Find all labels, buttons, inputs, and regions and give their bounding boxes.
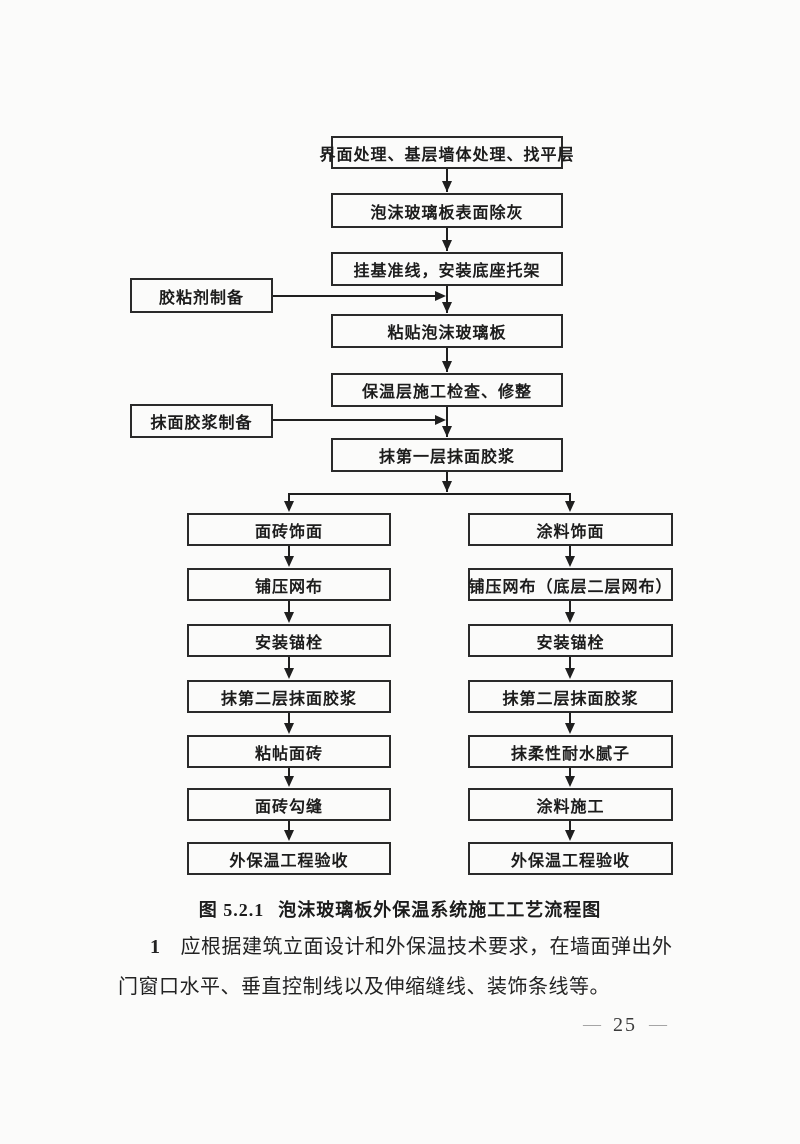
flow-step: 粘贴泡沫玻璃板	[331, 314, 563, 348]
flow-step: 面砖勾缝	[187, 788, 391, 821]
flow-step: 安装锚栓	[468, 624, 673, 657]
flow-step: 外保温工程验收	[187, 842, 391, 875]
body-text: 应根据建筑立面设计和外保温技术要求，在墙面弹出外	[180, 936, 673, 958]
item-number: 1	[150, 936, 161, 958]
flow-step: 抹第一层抹面胶浆	[331, 438, 563, 472]
figure-caption: 图 5.2.1 泡沫玻璃板外保温系统施工工艺流程图	[0, 896, 800, 922]
flow-step: 挂基准线，安装底座托架	[331, 252, 563, 286]
flow-step: 保温层施工检查、修整	[331, 373, 563, 407]
body-paragraph-line: 1 应根据建筑立面设计和外保温技术要求，在墙面弹出外	[118, 930, 673, 959]
flow-step: 粘帖面砖	[187, 735, 391, 768]
flow-side-input: 抹面胶浆制备	[130, 404, 273, 438]
figure-caption-title: 泡沫玻璃板外保温系统施工工艺流程图	[278, 900, 602, 920]
footer-right-dash: —	[649, 1014, 667, 1034]
flow-step: 铺压网布（底层二层网布）	[468, 568, 673, 601]
flow-step: 抹第二层抹面胶浆	[468, 680, 673, 713]
body-paragraph-line: 门窗口水平、垂直控制线以及伸缩缝线、装饰条线等。	[118, 970, 610, 999]
footer-left-dash: —	[583, 1014, 601, 1034]
flow-side-input: 胶粘剂制备	[130, 278, 273, 313]
flow-step: 外保温工程验收	[468, 842, 673, 875]
page-number-footer: — 25 —	[560, 1014, 690, 1037]
figure-caption-label: 图 5.2.1	[198, 900, 265, 920]
body-text: 门窗口水平、垂直控制线以及伸缩缝线、装饰条线等。	[118, 976, 610, 998]
flow-step: 涂料饰面	[468, 513, 673, 546]
page-number: 25	[613, 1014, 637, 1036]
flow-step: 铺压网布	[187, 568, 391, 601]
flow-step: 界面处理、基层墙体处理、找平层	[320, 136, 574, 169]
flow-step: 面砖饰面	[187, 513, 391, 546]
flow-step: 涂料施工	[468, 788, 673, 821]
flow-step: 抹柔性耐水腻子	[468, 735, 673, 768]
flow-step: 抹第二层抹面胶浆	[187, 680, 391, 713]
flow-step: 泡沫玻璃板表面除灰	[331, 193, 563, 228]
flow-step: 安装锚栓	[187, 624, 391, 657]
